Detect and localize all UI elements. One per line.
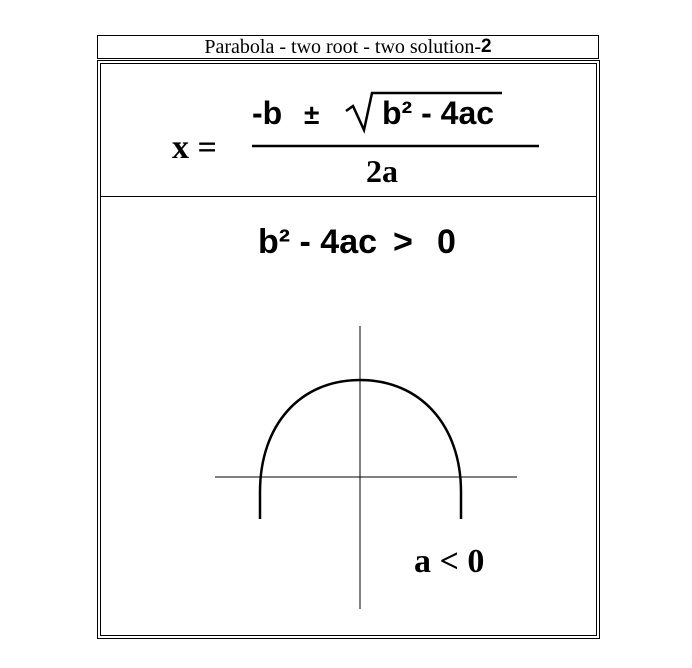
condition-value: 0 xyxy=(437,223,456,261)
formula-denominator: 2a xyxy=(366,153,398,189)
graph-label: a < 0 xyxy=(414,543,484,580)
formula-plus-minus: ± xyxy=(304,99,319,130)
section-divider xyxy=(100,196,597,197)
inner-frame xyxy=(100,63,597,636)
formula-minus-b: -b xyxy=(252,95,282,131)
title-number: 2 xyxy=(481,36,492,57)
diagram-title: Parabola - two root - two solution-2 xyxy=(97,35,599,59)
parabola-curve xyxy=(258,378,463,519)
formula-lhs: x = xyxy=(172,129,217,166)
formula-radicand: b² - 4ac xyxy=(382,95,494,131)
title-text: Parabola - two root - two solution- xyxy=(204,35,482,58)
outer-frame xyxy=(97,60,600,639)
condition-discriminant: b² - 4ac xyxy=(258,223,377,261)
condition-operator: > xyxy=(393,223,413,261)
square-root-sign xyxy=(345,91,502,134)
